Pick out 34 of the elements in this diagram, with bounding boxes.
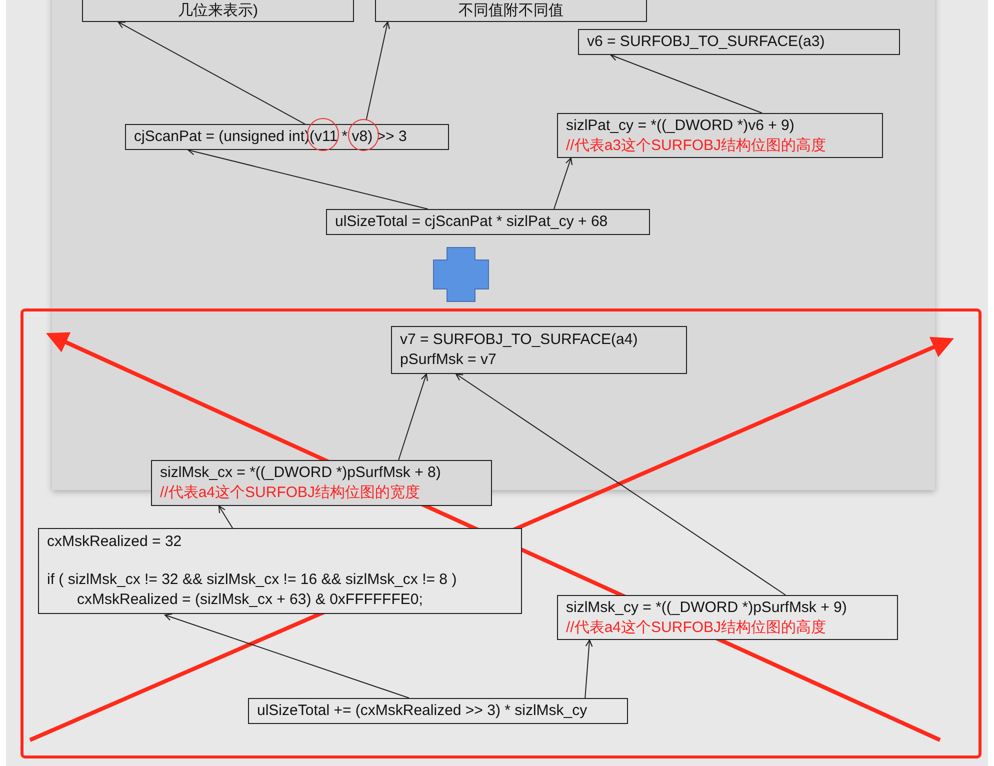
comment-text: //代表a4这个SURFOBJ结构位图的宽度 [160,483,420,503]
code-text: v7 = SURFOBJ_TO_SURFACE(a4) [400,330,638,350]
plus-icon [433,247,489,302]
arrow [554,157,573,210]
code-text: pSurfMsk = v7 [400,350,496,370]
code-text: v6 = SURFOBJ_TO_SURFACE(a3) [587,32,825,52]
code-box [557,595,898,640]
comment-text: //代表a3这个SURFOBJ结构位图的高度 [566,136,826,156]
code-box [557,113,883,158]
code-text: 不同值附不同值 [458,1,564,21]
code-box [151,460,492,506]
arrow [188,148,428,210]
code-text: sizlMsk_cx = *((_DWORD *)pSurfMsk + 8) [160,463,441,483]
code-text: cxMskRealized = (sizlMsk_cx + 63) & 0xFFFFFFE0; [76,590,423,610]
arrow [584,639,593,698]
arrow [366,21,390,120]
arrow [455,373,786,596]
code-box [326,209,650,235]
code-box [578,29,900,55]
arrow [610,54,762,114]
code-box [248,698,628,724]
comment-text: //代表a4这个SURFOBJ结构位图的高度 [566,618,826,638]
code-text: sizlMsk_cy = *((_DWORD *)pSurfMsk + 9) [566,598,847,618]
code-text: ulSizeTotal += (cxMskRealized >> 3) * sizlMsk_cy [257,701,588,721]
code-box [38,528,522,614]
code-text: 几位来表示) [178,1,258,21]
code-box [391,326,687,374]
code-text: sizlPat_cy = *((_DWORD *)v6 + 9) [566,116,794,136]
code-text: ulSizeTotal = cjScanPat * sizlPat_cy + 68 [335,212,608,232]
code-text: cxMskRealized = 32 [47,532,182,552]
arrow [164,614,410,698]
code-text: if ( sizlMsk_cx != 32 && sizlMsk_cx != 16 && sizlMsk_cx != 8 ) [47,570,457,590]
arrow [218,505,233,528]
arrow [398,373,428,460]
